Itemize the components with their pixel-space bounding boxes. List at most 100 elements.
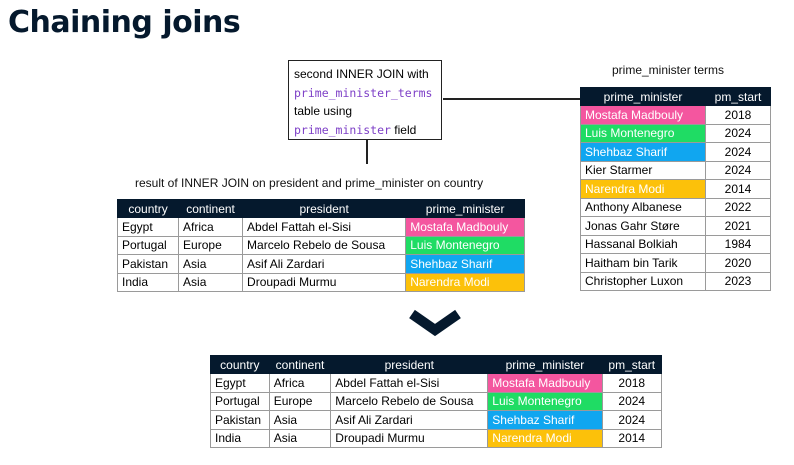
first-join-caption: result of INNER JOIN on president and pr… [135,176,484,190]
cell-pm-start: 2024 [601,410,663,430]
cell-country: Pakistan [116,254,180,274]
cell-prime-minister: Anthony Albanese [580,197,706,217]
cell-pm-start: 2018 [704,105,772,125]
callout-code-field: prime_minister [294,122,391,137]
cell-pm-start: 2024 [704,160,772,180]
col-header-country: country [210,355,270,374]
cell-country: Egypt [116,217,180,237]
cell-pm-start: 2018 [601,373,663,393]
cell-prime-minister: Kier Starmer [580,160,706,180]
cell-pm-start: 2022 [704,197,772,217]
cell-prime-minister: Shehbaz Sharif [487,410,603,430]
cell-prime-minister: Hassanal Bolkiah [580,234,706,254]
header-row: country continent president prime_minist… [210,355,663,374]
cell-pm-start: 1984 [704,234,772,254]
cell-prime-minister: Narendra Modi [487,428,603,448]
cell-pm-start: 2021 [704,216,772,236]
cell-pm-start: 2023 [704,271,772,291]
cell-continent: Asia [178,272,244,292]
connector-line-vertical [366,140,368,164]
chevron-down-icon [409,309,461,337]
cell-president: Marcelo Rebelo de Sousa [242,235,407,255]
cell-country: India [210,428,270,448]
col-header-president: president [330,355,489,374]
cell-prime-minister: Shehbaz Sharif [405,254,525,274]
page-title: Chaining joins [8,5,241,40]
cell-president: Abdel Fattah el-Sisi [242,217,407,237]
cell-pm-start: 2024 [704,142,772,162]
callout-line-3: table using [294,104,353,118]
cell-president: Asif Ali Zardari [242,254,407,274]
cell-continent: Asia [178,254,244,274]
callout-line-4: prime_minister field [294,121,436,140]
callout-field-suffix: field [390,122,417,137]
col-header-pm-start: pm_start [704,87,772,106]
first-join-table: country continent president prime_minist… [116,199,525,292]
cell-pm-start: 2014 [704,179,772,199]
col-header-president: president [242,199,407,218]
cell-president: Asif Ali Zardari [330,410,489,430]
cell-prime-minister: Luis Montenegro [580,123,706,143]
cell-prime-minister: Luis Montenegro [405,235,525,255]
connector-line-horizontal [443,98,580,100]
cell-continent: Europe [178,235,244,255]
col-header-pm-start: pm_start [601,355,663,374]
cell-president: Droupadi Murmu [330,428,489,448]
cell-pm-start: 2024 [601,391,663,411]
cell-prime-minister: Narendra Modi [580,179,706,199]
cell-prime-minister: Mostafa Madbouly [487,373,603,393]
header-row: prime_minister pm_start [580,87,772,106]
col-header-prime-minister: prime_minister [487,355,603,374]
header-row: country continent president prime_minist… [116,199,525,218]
cell-prime-minister: Luis Montenegro [487,391,603,411]
cell-president: Abdel Fattah el-Sisi [330,373,489,393]
final-join-table: country continent president prime_minist… [210,355,663,448]
pm-terms-table: prime_minister pm_start Mostafa Madbouly… [580,87,772,291]
col-header-prime-minister: prime_minister [405,199,525,218]
callout-code-table: prime_minister_terms [294,85,433,100]
cell-country: Portugal [116,235,180,255]
col-header-country: country [116,199,180,218]
cell-continent: Africa [178,217,244,237]
cell-pm-start: 2014 [601,428,663,448]
cell-continent: Asia [268,410,332,430]
col-header-prime-minister: prime_minister [580,87,706,106]
cell-continent: Europe [268,391,332,411]
cell-president: Marcelo Rebelo de Sousa [330,391,489,411]
cell-prime-minister: Jonas Gahr Støre [580,216,706,236]
col-header-continent: continent [178,199,244,218]
cell-prime-minister: Mostafa Madbouly [405,217,525,237]
cell-prime-minister: Shehbaz Sharif [580,142,706,162]
cell-pm-start: 2020 [704,253,772,273]
cell-continent: Asia [268,428,332,448]
cell-prime-minister: Mostafa Madbouly [580,105,706,125]
cell-country: Portugal [210,391,270,411]
pm-terms-caption: prime_minister terms [612,63,725,77]
cell-president: Droupadi Murmu [242,272,407,292]
col-header-continent: continent [268,355,332,374]
callout-line-1: second INNER JOIN with [294,67,429,81]
cell-continent: Africa [268,373,332,393]
cell-prime-minister: Haitham bin Tarik [580,253,706,273]
cell-prime-minister: Christopher Luxon [580,271,706,291]
cell-country: Pakistan [210,410,270,430]
cell-pm-start: 2024 [704,123,772,143]
cell-prime-minister: Narendra Modi [405,272,525,292]
